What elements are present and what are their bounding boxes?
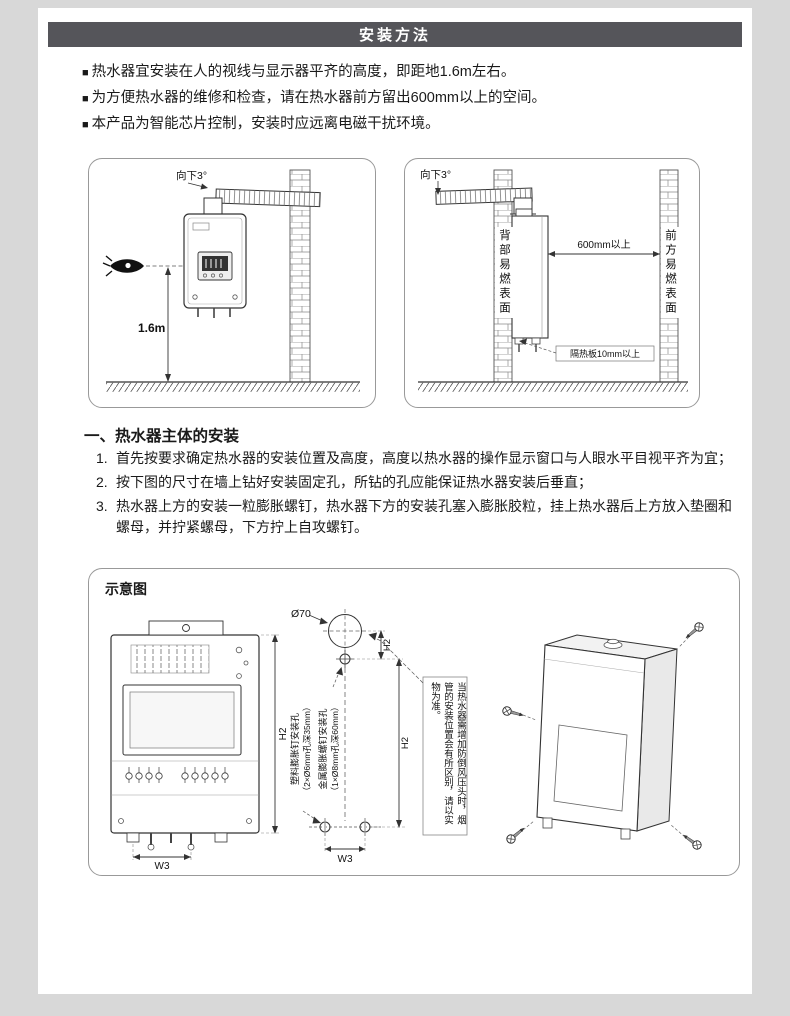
bullet-marker: ■ bbox=[82, 67, 89, 79]
angle-label: 向下3° bbox=[420, 168, 451, 181]
flue-hole-label: Ø70 bbox=[291, 608, 311, 620]
exhaust-pipe bbox=[215, 188, 321, 208]
heater-perspective-view bbox=[536, 634, 678, 840]
angle-arrowhead bbox=[435, 188, 441, 195]
water-heater-side bbox=[511, 208, 549, 352]
step-number: 2. bbox=[96, 474, 108, 490]
note-item: ■ 本产品为智能芯片控制，安装时应远离电磁干扰环境。 bbox=[82, 112, 546, 138]
section-heading: 一、热水器主体的安装 bbox=[84, 428, 240, 445]
height-label: 1.6m bbox=[138, 321, 165, 335]
angle-label: 向下3° bbox=[176, 169, 207, 182]
template-h2-long-label: H2 bbox=[400, 737, 411, 749]
step-number: 1. bbox=[96, 450, 108, 466]
template-h2-long-dimension bbox=[372, 658, 405, 828]
step-text: 按下图的尺寸在墙上钻好安装固定孔，所钻的孔应能保证热水器安装后垂直； bbox=[116, 474, 592, 490]
figure-schematic: 示意图 bbox=[88, 568, 740, 876]
insulation-label-box bbox=[555, 345, 655, 362]
template-h2-short-label: H2 bbox=[382, 639, 393, 651]
step-item: 1. 首先按要求确定热水器的安装位置及高度，高度以热水器的操作显示窗口与人眼水平… bbox=[96, 448, 736, 469]
bottom-holes-crosshair bbox=[309, 818, 381, 836]
note-arrow bbox=[370, 635, 424, 684]
flue-hole-arrowhead bbox=[319, 617, 328, 625]
clearance-dimension bbox=[548, 251, 660, 257]
note-box-frame bbox=[422, 676, 468, 836]
note-item: ■ 热水器宜安装在人的视线与显示器平齐的高度，即距地1.6m左右。 bbox=[82, 60, 546, 86]
flue-hole-circle bbox=[328, 614, 362, 648]
note-text: 本产品为智能芯片控制，安装时应远离电磁干扰环境。 bbox=[91, 116, 440, 132]
template-h2-short-dimension bbox=[352, 630, 403, 660]
schematic-drawing: H2 W3 Ø70 bbox=[110, 608, 706, 871]
metal-hole-spec: （1×Ø8mm孔深60mm） bbox=[330, 703, 340, 796]
heater-front-view bbox=[110, 620, 260, 851]
front-w3-label: W3 bbox=[155, 861, 170, 871]
figure-clearance: 向下3° 600mm以上 隔热板10mm以上 背部易燃表面 前 bbox=[404, 158, 700, 408]
insulation-label: 隔热板10mm以上 bbox=[570, 348, 640, 359]
step-text: 首先按要求确定热水器的安装位置及高度，高度以热水器的操作显示窗口与人眼水平目视平… bbox=[116, 450, 732, 466]
insulation-arrowhead bbox=[519, 338, 527, 345]
note-item: ■ 为方便热水器的维修和检查，请在热水器前方留出600mm以上的空间。 bbox=[82, 86, 546, 112]
step-item: 3. 热水器上方的安装一粒膨胀螺钉，热水器下方的安装孔塞入膨胀胶粒，挂上热水器后… bbox=[96, 496, 736, 538]
floor-hatch bbox=[418, 382, 688, 392]
step-number: 3. bbox=[96, 498, 108, 514]
front-h2-label: H2 bbox=[278, 727, 289, 740]
template-w3-dimension bbox=[324, 838, 366, 852]
step-text: 热水器上方的安装一粒膨胀螺钉，热水器下方的安装孔塞入膨胀胶粒，挂上热水器后上方放… bbox=[116, 498, 732, 535]
insulation-leader bbox=[521, 341, 557, 354]
note-text: 为方便热水器的维修和检查，请在热水器前方留出600mm以上的空间。 bbox=[91, 90, 547, 106]
clearance-drawing: 向下3° 600mm以上 隔热板10mm以上 bbox=[418, 168, 688, 392]
floor-hatch bbox=[106, 382, 360, 392]
eye-icon bbox=[102, 255, 144, 277]
back-surface-label: 背部易燃表面 bbox=[495, 227, 513, 318]
flue-hole-crosshair bbox=[323, 609, 367, 653]
height-dimension bbox=[165, 267, 171, 382]
metal-hole-label: 金属膨胀螺钉安装孔 bbox=[317, 708, 328, 789]
pipe-elbow bbox=[203, 197, 223, 215]
front-w3-dimension bbox=[132, 844, 192, 860]
mounting-height-drawing: 向下3° bbox=[102, 169, 360, 392]
top-hole-crosshair bbox=[336, 650, 354, 668]
metal-leader-arrowhead bbox=[336, 667, 343, 676]
schematic-note: 当热水器需增加防倒风压头时，烟管的安装位置会有所区别，请以实物为准。 bbox=[429, 682, 466, 825]
page-title: 安装方法 bbox=[358, 27, 431, 44]
clearance-label: 600mm以上 bbox=[577, 239, 630, 251]
install-steps: 1. 首先按要求确定热水器的安装位置及高度，高度以热水器的操作显示窗口与人眼水平… bbox=[96, 448, 736, 541]
bullet-marker: ■ bbox=[82, 93, 89, 105]
install-notes: ■ 热水器宜安装在人的视线与显示器平齐的高度，即距地1.6m左右。 ■ 为方便热… bbox=[82, 60, 546, 138]
plastic-hole-label: 塑料膨胀钉安装孔 bbox=[289, 713, 300, 785]
front-surface-label: 前方易燃表面 bbox=[661, 227, 679, 318]
step-item: 2. 按下图的尺寸在墙上钻好安装固定孔，所钻的孔应能保证热水器安装后垂直； bbox=[96, 472, 736, 493]
exhaust-pipe bbox=[435, 187, 533, 205]
plastic-leader-arrowhead bbox=[312, 816, 321, 824]
note-arrowhead bbox=[368, 632, 377, 641]
page-sheet: 安装方法 ■ 热水器宜安装在人的视线与显示器平齐的高度，即距地1.6m左右。 ■… bbox=[38, 8, 752, 994]
bullet-marker: ■ bbox=[82, 119, 89, 131]
schematic-label: 示意图 bbox=[105, 581, 147, 597]
plastic-hole-spec: （2×Ø6mm孔深35mm） bbox=[302, 703, 312, 796]
front-h2-dimension bbox=[261, 634, 281, 834]
figure-mounting-height: 向下3° bbox=[88, 158, 376, 408]
water-heater-front bbox=[183, 213, 247, 318]
template-w3-label: W3 bbox=[338, 854, 353, 865]
angle-arrowhead bbox=[200, 183, 208, 190]
page-title-bar: 安装方法 bbox=[48, 22, 742, 47]
mounting-screws bbox=[501, 620, 706, 852]
note-text: 热水器宜安装在人的视线与显示器平齐的高度，即距地1.6m左右。 bbox=[91, 64, 516, 80]
